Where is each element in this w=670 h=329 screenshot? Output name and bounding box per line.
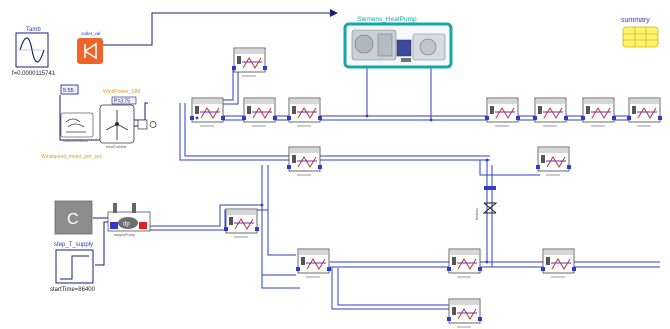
step-param: startTime=86400 [50,287,96,293]
meas-label: measurements [63,139,88,143]
consumer-substation[interactable] [287,147,322,176]
row2-to-right [480,160,540,175]
bottom-branch-2 [332,268,450,309]
heatpump-signal-line [95,13,334,56]
ratio-box[interactable]: 5:55 [61,85,78,94]
tamb-block[interactable] [16,33,48,67]
constant-label: C [67,211,79,228]
consumer-substation[interactable] [447,249,482,278]
wind-value-label: P=3.75 [114,99,130,105]
consumer-substation[interactable] [581,98,616,127]
consumer-substation[interactable] [536,147,571,176]
ratio-label: 5:55 [63,88,74,94]
consumer-substation[interactable] [447,299,482,328]
consumer-substation[interactable] [287,98,322,127]
consumer-substation[interactable] [190,98,225,127]
mid-branch-2 [268,165,296,255]
consumer-substation[interactable] [533,98,568,127]
pump-caption: supplyPump [114,233,135,237]
signal-line-step [95,222,108,265]
left-trunk-1 [180,103,490,160]
wind-turbine-block[interactable] [100,105,134,143]
summary-icon[interactable] [623,27,658,47]
mid-branch-1 [262,165,296,275]
consumer-substation[interactable] [627,98,662,127]
windspeed-label: Windspeed_meter_per_sec [41,154,103,160]
tamb-label: Tamb [26,27,41,33]
junction-dots [196,115,489,264]
wind-power-label: WindPower_SIM [103,89,140,95]
summary-label: summary [621,17,650,24]
small-output-icon[interactable] [138,120,156,129]
tap-top-connect-2 [220,70,233,100]
step-block[interactable] [56,250,93,283]
outlet-block[interactable] [77,38,103,64]
consumer-substation[interactable] [242,98,277,127]
pump-block[interactable]: dp [108,203,150,231]
consumer-substation[interactable] [232,48,267,77]
friction-icon[interactable] [484,186,496,213]
friction-label: friction [474,208,479,220]
heatpump-label: Siemens_HeatPump [357,16,417,23]
signal-line-wind-2 [133,103,148,120]
outlet-label: outlet_val [81,31,100,36]
bottom-branch-1 [338,268,450,305]
consumer-blocks [190,48,662,328]
consumer-substation[interactable] [541,249,576,278]
constant-block[interactable]: C [55,201,92,234]
pump-dp-label: dp [123,222,130,228]
consumer-substation[interactable] [296,249,331,278]
heatpump-block[interactable] [345,24,451,67]
consumer-substation[interactable] [485,98,520,127]
measurement-block[interactable] [61,113,93,137]
wind-value-box: P=3.75 [112,97,136,105]
left-trunk-2 [185,103,490,156]
lower-left-return [262,275,300,288]
tamb-param: f=0.0000115741 [12,71,56,77]
consumer-substation[interactable] [224,209,259,238]
wind-turbine-label: windTurbine [106,145,127,149]
step-label: step_T_supply [54,242,93,248]
